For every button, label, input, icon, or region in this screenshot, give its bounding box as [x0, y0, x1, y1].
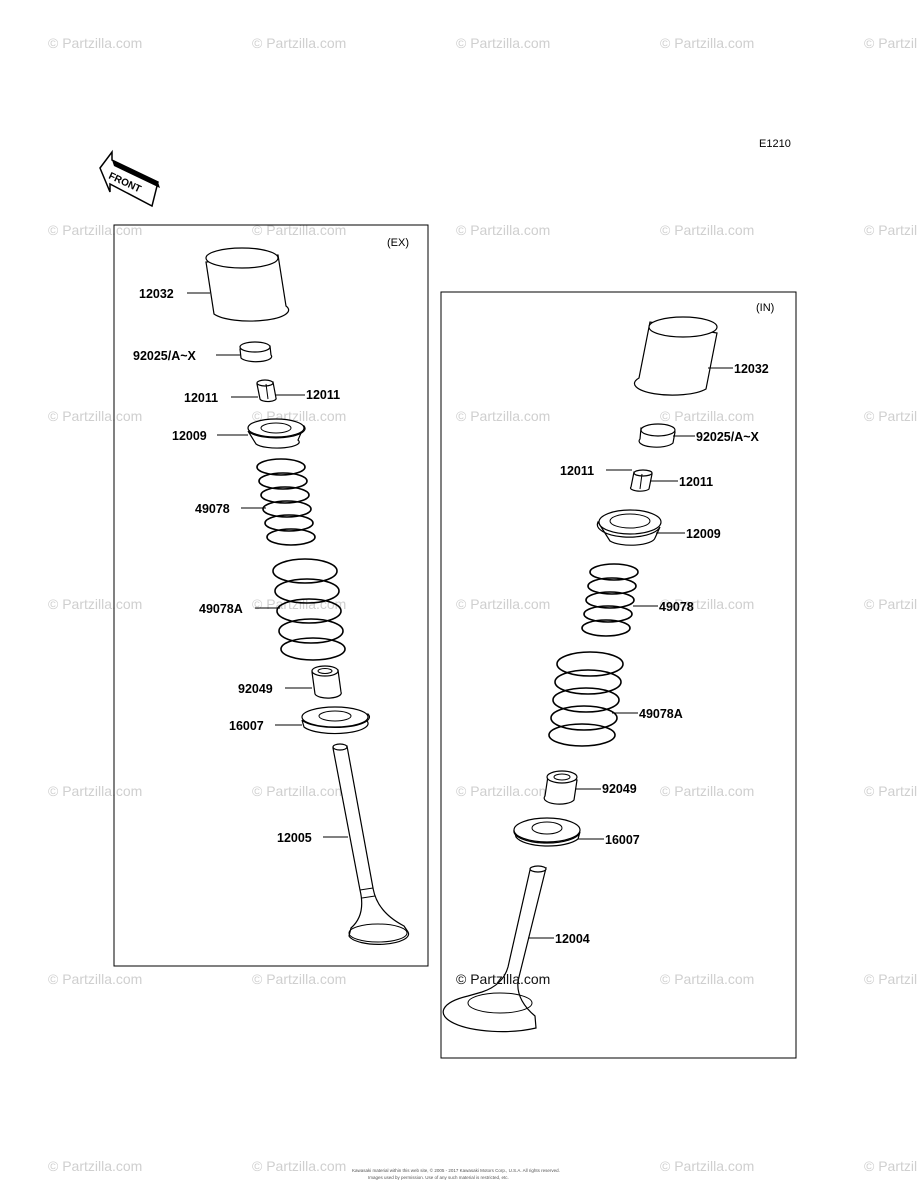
watermark: © Partzilla.com: [252, 35, 346, 51]
watermark: © Partzilla.com: [252, 222, 346, 238]
ex-panel: (EX) 12032 92025/A~X 12011 12011: [113, 224, 429, 967]
watermark: © Partzilla.com: [864, 222, 917, 238]
tappet-part: [633, 316, 718, 396]
retainer-part: [247, 418, 306, 449]
watermark: © Partzilla.com: [48, 222, 142, 238]
seal-part: [543, 770, 578, 805]
watermark: © Partzilla.com: [48, 596, 142, 612]
ex-label-valve: 12005: [277, 831, 312, 845]
watermark: © Partzilla.com: [864, 596, 917, 612]
watermark: © Partzilla.com: [456, 222, 550, 238]
watermark: © Partzilla.com: [456, 783, 550, 799]
watermark: © Partzilla.com: [864, 783, 917, 799]
watermark: © Partzilla.com: [660, 971, 754, 987]
watermark: © Partzilla.com: [48, 783, 142, 799]
ex-label-spring-inner: 49078: [195, 502, 230, 516]
cotter-part: [629, 469, 653, 492]
ex-label-seat: 16007: [229, 719, 264, 733]
seat-part: [513, 817, 581, 847]
in-label-spring-inner: 49078: [659, 600, 694, 614]
watermark: © Partzilla.com: [456, 596, 550, 612]
ex-label-cotter-left: 12011: [184, 391, 218, 405]
in-label-seal: 92049: [602, 782, 637, 796]
in-label-tappet: 12032: [734, 362, 769, 376]
watermark: © Partzilla.com: [660, 408, 754, 424]
watermark: © Partzilla.com: [456, 35, 550, 51]
watermark: © Partzilla.com: [456, 408, 550, 424]
spring-inner-part: [256, 458, 316, 546]
in-label-seat: 16007: [605, 833, 640, 847]
ex-label-shim: 92025/A~X: [133, 349, 197, 363]
watermark: © Partzilla.com: [252, 783, 346, 799]
ex-label-tappet: 12032: [139, 287, 174, 301]
watermark: © Partzilla.com: [864, 1158, 917, 1174]
watermark: © Partzilla.com: [252, 1158, 346, 1174]
retainer-part: [596, 509, 662, 546]
in-label-cotter-left: 12011: [560, 464, 594, 478]
watermark: © Partzilla.com: [48, 35, 142, 51]
ex-panel-frame: [113, 224, 429, 967]
in-panel-frame: [440, 291, 797, 1059]
shim-part: [638, 423, 676, 448]
watermark: © Partzilla.com: [864, 35, 917, 51]
valve-part: [332, 743, 410, 945]
ex-panel-tag: (EX): [387, 237, 409, 249]
in-panel-tag: (IN): [756, 302, 774, 314]
watermark: © Partzilla.com: [864, 408, 917, 424]
in-label-valve: 12004: [555, 932, 590, 946]
in-label-retainer: 12009: [686, 527, 721, 541]
copyright-mark: © Partzilla.com: [456, 971, 550, 987]
seat-part: [301, 706, 371, 735]
in-label-spring-outer: 49078A: [639, 707, 683, 721]
spring-inner-part: [581, 563, 639, 637]
in-label-shim: 92025/A~X: [696, 430, 760, 444]
ex-label-retainer: 12009: [172, 429, 207, 443]
watermark: © Partzilla.com: [48, 971, 142, 987]
seal-part: [311, 665, 342, 699]
diagram-code: E1210: [759, 138, 791, 150]
spring-outer-part: [548, 651, 624, 747]
watermark: © Partzilla.com: [864, 971, 917, 987]
shim-part: [239, 341, 273, 363]
ex-label-spring-outer: 49078A: [199, 602, 243, 616]
tappet-part: [205, 247, 290, 322]
spring-outer-part: [272, 558, 346, 661]
watermark: © Partzilla.com: [660, 1158, 754, 1174]
in-label-cotter-right: 12011: [679, 475, 713, 489]
valve-part: [442, 865, 547, 1033]
front-arrow-icon: FRONT: [99, 149, 160, 208]
watermark: © Partzilla.com: [252, 971, 346, 987]
watermark: © Partzilla.com: [660, 222, 754, 238]
watermark: © Partzilla.com: [48, 408, 142, 424]
watermark: © Partzilla.com: [660, 596, 754, 612]
footer-line-2: Images used by permission. Use of any su…: [368, 1175, 509, 1180]
watermarks: © Partzilla.com © Partzilla.com © Partzi…: [48, 35, 917, 1174]
footer-line-1: Kawasaki material within this web site, …: [352, 1167, 560, 1173]
cotter-part: [256, 379, 277, 403]
watermark: © Partzilla.com: [660, 35, 754, 51]
ex-label-cotter-right: 12011: [306, 388, 340, 402]
ex-label-seal: 92049: [238, 682, 273, 696]
watermark: © Partzilla.com: [48, 1158, 142, 1174]
in-panel: (IN) 12032 92025/A~X 12011 12011: [440, 291, 797, 1059]
watermark: © Partzilla.com: [660, 783, 754, 799]
